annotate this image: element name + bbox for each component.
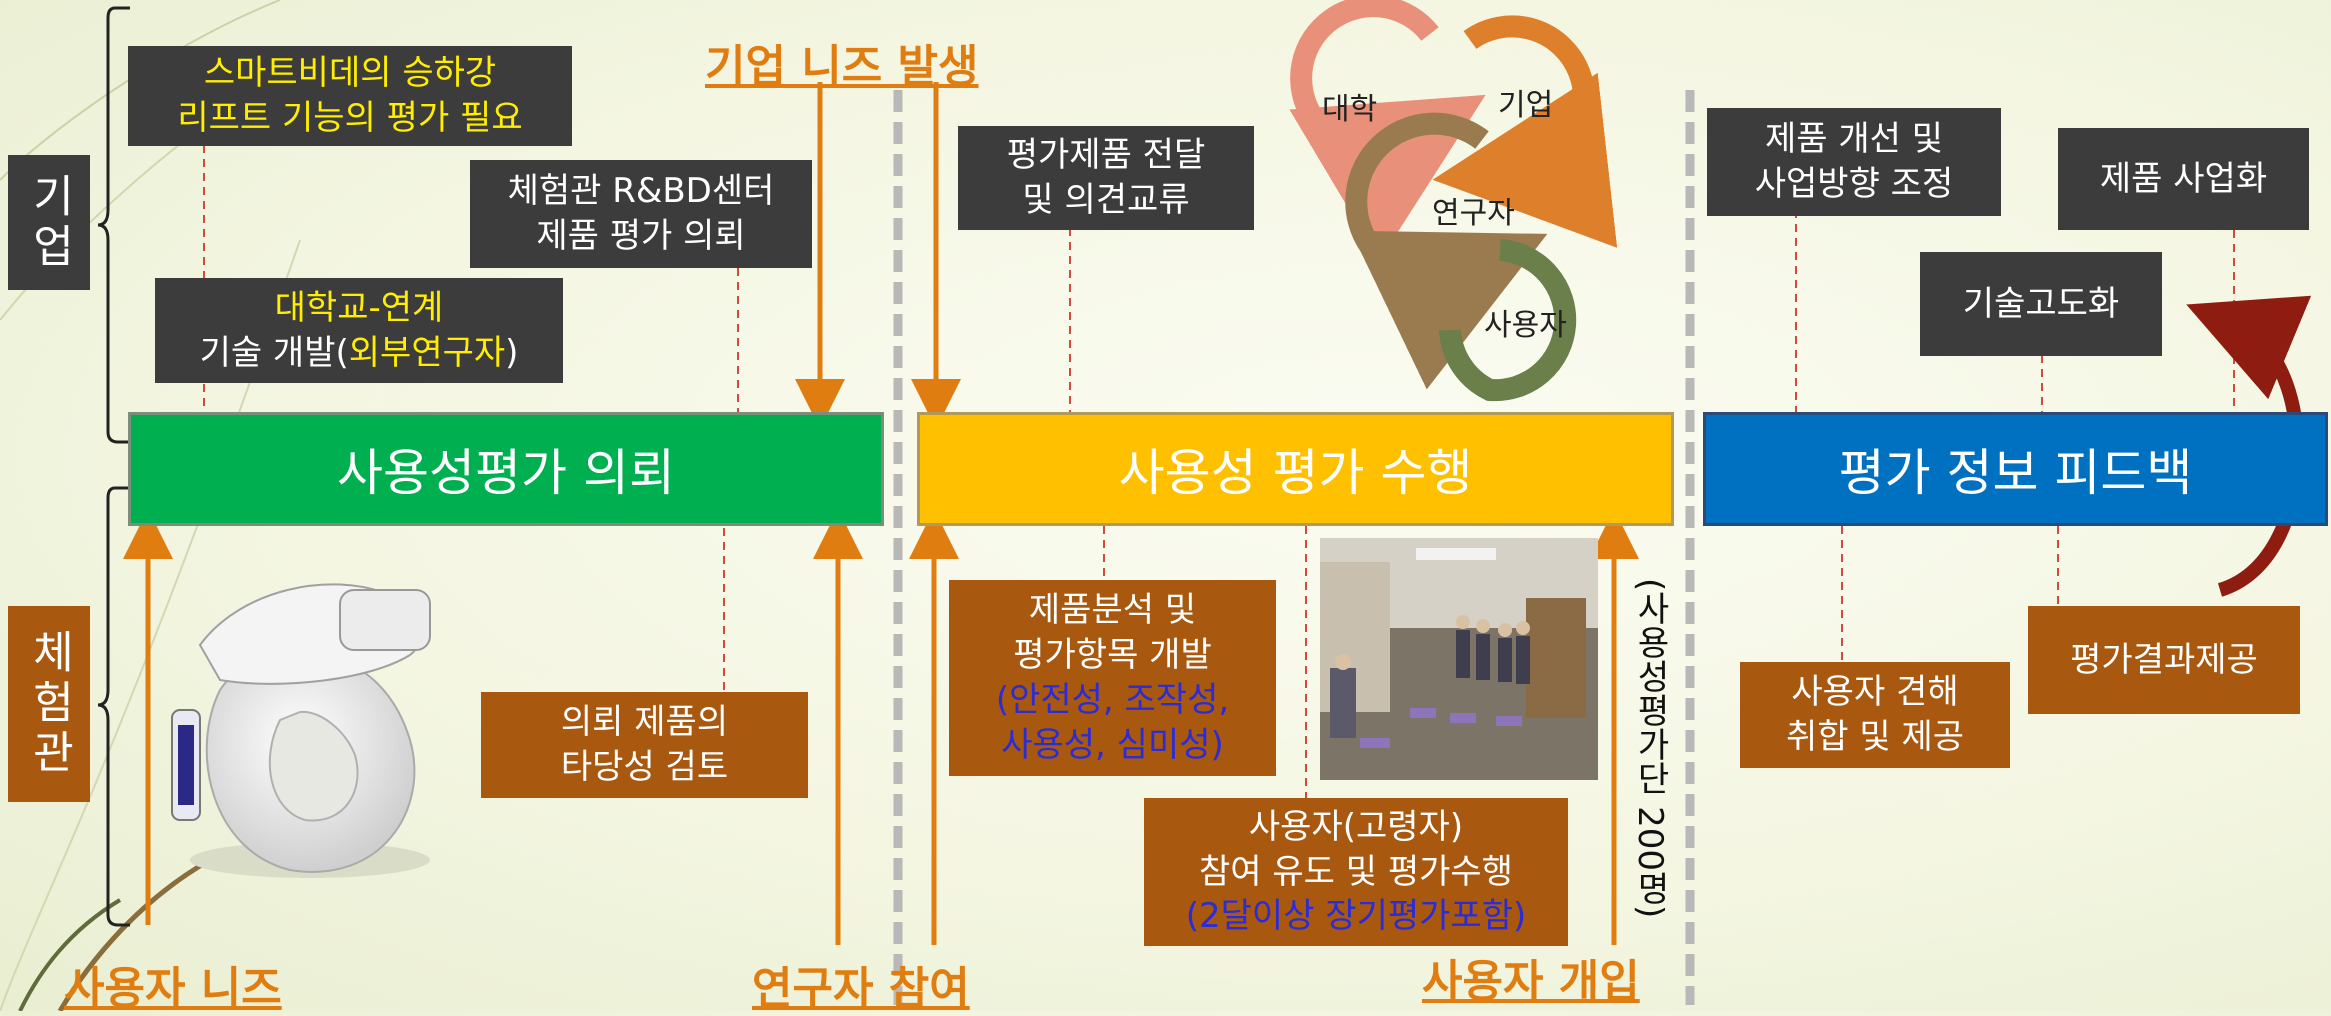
cycle-user: 사용자 [1484, 308, 1567, 343]
company-side-label: 기업 [8, 155, 90, 290]
analysis-box: 제품분석 및 평가항목 개발 (안전성, 조작성, 사용성, 심미성) [949, 580, 1276, 776]
stage-feedback-band: 평가 정보 피드백 [1703, 412, 2328, 526]
validity-review-box: 의뢰 제품의 타당성 검토 [481, 692, 808, 798]
commercialize-box: 제품 사업화 [2058, 128, 2309, 230]
stage-request-band: 사용성평가 의뢰 [128, 412, 884, 526]
collaboration-cycle [1289, 0, 1618, 402]
user-involvement-label: 사용자 개입 [1422, 956, 1640, 1007]
smart-bidet-image [171, 583, 431, 878]
cycle-company: 기업 [1498, 88, 1554, 123]
researcher-label: 연구자 참여 [752, 963, 970, 1014]
university-dev-box: 대학교-연계 기술 개발(외부연구자) [155, 278, 563, 383]
stage-perform-band: 사용성 평가 수행 [917, 412, 1674, 526]
deliver-product-box: 평가제품 전달 및 의견교류 [958, 126, 1254, 230]
improve-box: 제품 개선 및 사업방향 조정 [1707, 108, 2001, 216]
advance-box: 기술고도화 [1920, 252, 2162, 356]
eval-request-box: 체험관 R&BD센터 제품 평가 의뢰 [470, 160, 812, 268]
experience-center-side-label: 체험관 [8, 606, 90, 802]
evaluation-session-photo [1320, 538, 1598, 780]
bidet-need-box: 스마트비데의 승하강 리프트 기능의 평가 필요 [128, 46, 572, 146]
results-box: 평가결과제공 [2028, 606, 2300, 714]
evaluation-panel-note: (사용성평가단 200명) [1630, 578, 1670, 919]
user-opinion-box: 사용자 견해 취합 및 제공 [1740, 662, 2010, 768]
user-need-label: 사용자 니즈 [64, 963, 282, 1014]
cycle-university: 대학 [1322, 92, 1378, 127]
corporate-need-label: 기업 니즈 발생 [705, 41, 979, 92]
participation-box: 사용자(고령자) 참여 유도 및 평가수행 (2달이상 장기평가포함) [1144, 798, 1568, 946]
cycle-researcher: 연구자 [1432, 196, 1515, 231]
